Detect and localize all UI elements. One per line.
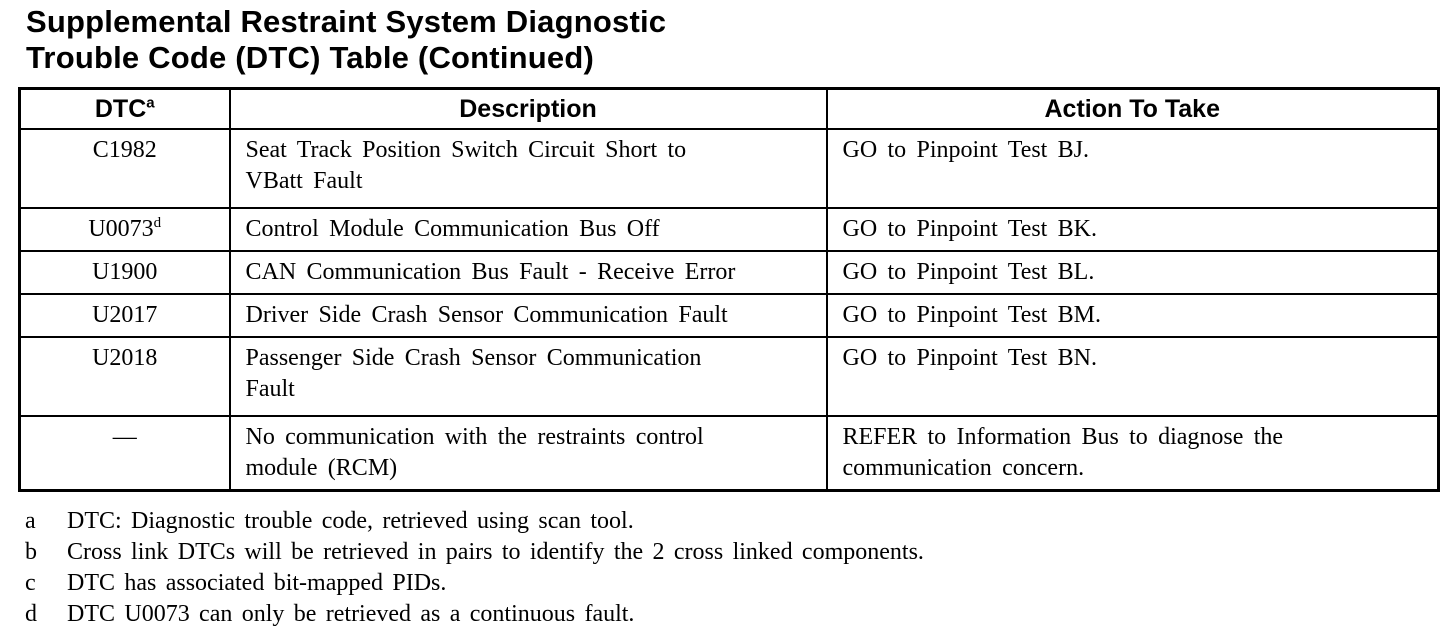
dtc-code: U2017 [92,302,158,328]
footnote-letter: c [25,570,36,596]
description-cell: CAN Communication Bus Fault - Receive Er… [228,250,828,295]
action-cell: REFER to Information Bus to diagnose the… [825,415,1440,492]
table-row: U1900 CAN Communication Bus Fault - Rece… [18,250,1440,295]
footnote-text: DTC: Diagnostic trouble code, retrieved … [67,508,634,534]
dtc-code-cell: U2018 [18,336,231,417]
footnote-item: d DTC U0073 can only be retrieved as a c… [25,599,1445,630]
dtc-code: — [112,424,137,450]
table-row: — No communication with the restraints c… [18,415,1440,492]
footnote-item: c DTC has associated bit-mapped PIDs. [25,568,1445,599]
table-header-row: DTCa Description Action To Take [18,87,1440,130]
table-row: C1982 Seat Track Position Switch Circuit… [18,128,1440,209]
dtc-header-label: DTC [94,94,147,123]
footnote-text: Cross link DTCs will be retrieved in pai… [67,539,924,565]
dtc-code: U2018 [92,345,158,371]
dtc-code: U0073 [88,216,154,242]
page-title: Supplemental Restraint System Diagnostic… [26,4,667,75]
dtc-code-footnote-marker: d [153,215,162,231]
footnote-letter: d [25,601,37,627]
dtc-code-cell: C1982 [18,128,231,209]
column-header-description: Description [228,87,828,130]
action-cell: GO to Pinpoint Test BJ. [825,128,1440,209]
table-row: U0073d Control Module Communication Bus … [18,207,1440,252]
action-cell: GO to Pinpoint Test BM. [825,293,1440,338]
action-cell: GO to Pinpoint Test BL. [825,250,1440,295]
action-cell: GO to Pinpoint Test BN. [825,336,1440,417]
footnote-item: a DTC: Diagnostic trouble code, retrieve… [25,506,1445,537]
description-cell: Driver Side Crash Sensor Communication F… [228,293,828,338]
dtc-code-cell: U0073d [18,207,231,252]
column-header-dtc: DTCa [18,87,231,130]
description-cell: No communication with the restraints con… [228,415,828,492]
footnote-text: DTC U0073 can only be retrieved as a con… [67,601,635,627]
dtc-code: C1982 [92,137,157,163]
footnote-text: DTC has associated bit-mapped PIDs. [67,570,447,596]
dtc-code: U1900 [92,259,158,285]
table-row: U2017 Driver Side Crash Sensor Communica… [18,293,1440,338]
dtc-code-cell: U2017 [18,293,231,338]
description-cell: Seat Track Position Switch Circuit Short… [228,128,828,209]
footnote-item: b Cross link DTCs will be retrieved in p… [25,537,1445,568]
footnote-letter: b [25,539,37,565]
footnote-letter: a [25,508,36,534]
action-cell: GO to Pinpoint Test BK. [825,207,1440,252]
description-cell: Control Module Communication Bus Off [228,207,828,252]
dtc-header-footnote-marker: a [146,94,155,112]
table-row: U2018 Passenger Side Crash Sensor Commun… [18,336,1440,417]
dtc-code-cell: — [18,415,231,492]
dtc-table: DTCa Description Action To Take C1982 Se… [18,87,1440,492]
footnotes-section: a DTC: Diagnostic trouble code, retrieve… [25,506,1445,630]
dtc-code-cell: U1900 [18,250,231,295]
description-cell: Passenger Side Crash Sensor Communicatio… [228,336,828,417]
column-header-action: Action To Take [825,87,1440,130]
